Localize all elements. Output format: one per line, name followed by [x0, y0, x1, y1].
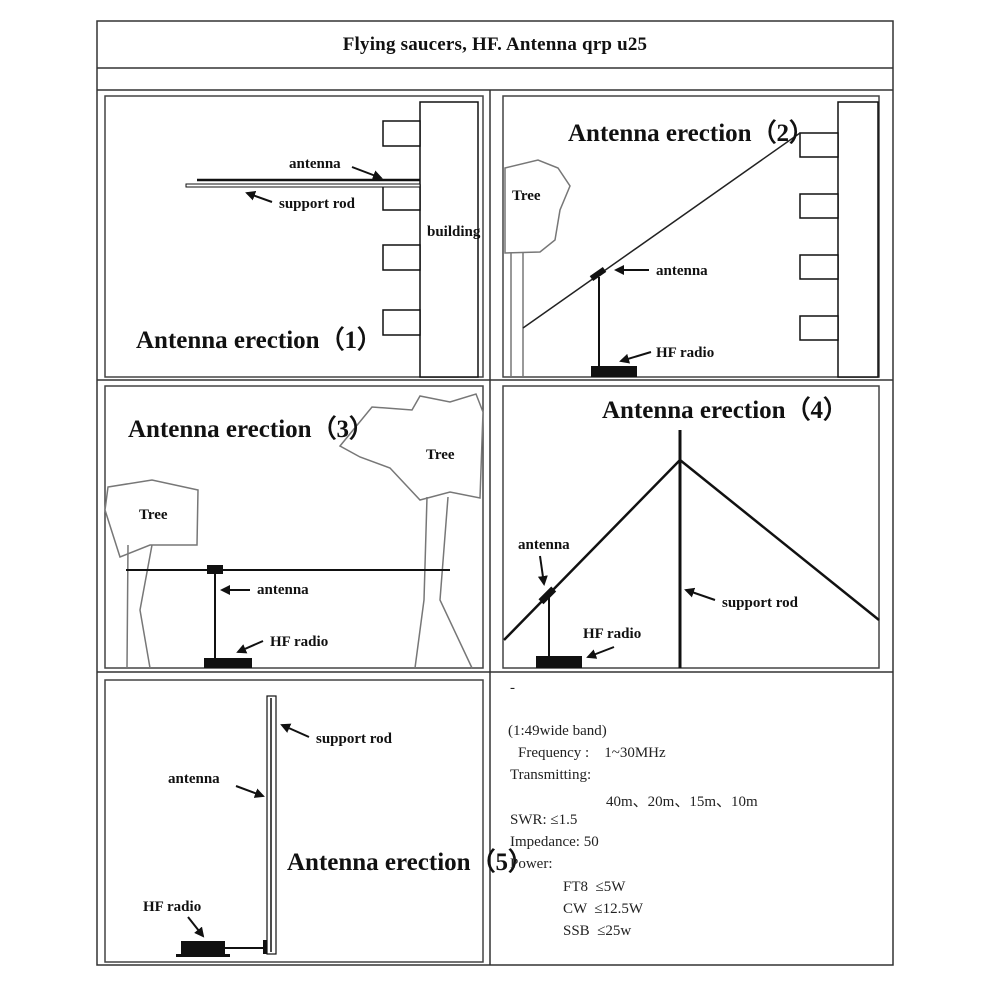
radio-arrow — [619, 351, 652, 364]
spec-impedance: Impedance: 50 — [510, 834, 599, 850]
panel-1-heading: Antenna erection（1） — [136, 325, 382, 354]
spec-band: (1:49wide band) — [508, 723, 607, 739]
hf-radio — [181, 941, 225, 955]
support-rod-arrow — [280, 723, 310, 738]
radio-label: HF radio — [583, 626, 641, 642]
antenna-wire — [522, 132, 801, 329]
coax-connector — [263, 940, 267, 954]
radio-arrow — [236, 640, 264, 654]
antenna-element — [589, 266, 607, 282]
antenna-element — [207, 565, 223, 574]
radio-label: HF radio — [143, 899, 201, 915]
spec-swr: SWR: ≤1.5 — [510, 812, 578, 828]
building — [419, 101, 479, 378]
spec-transmitting: Transmitting: — [510, 767, 592, 783]
spec-frequency: Frequency : 1~30MHz — [518, 745, 666, 761]
spec-ft8: FT8 ≤5W — [563, 879, 626, 895]
panel-3: Tree Tree antenna HF radio Antenna erect… — [104, 385, 484, 669]
antenna-wire-left — [503, 459, 681, 641]
radio-arrow — [586, 646, 615, 659]
support-rod-arrow — [245, 191, 273, 203]
support-rod-label: support rod — [279, 196, 356, 212]
building-label: building — [427, 224, 481, 240]
antenna-element — [538, 586, 557, 605]
antenna-arrow — [235, 785, 265, 798]
antenna-label: antenna — [289, 156, 341, 172]
spec-ssb: SSB ≤25w — [563, 923, 632, 939]
radio-arrow — [187, 916, 205, 938]
support-rod-label: support rod — [316, 731, 393, 747]
panel-5-heading: Antenna erection（5） — [287, 847, 533, 876]
spec-bands: 40m、20m、15m、10m — [606, 794, 758, 810]
antenna-label: antenna — [257, 582, 309, 598]
spec-cw: CW ≤12.5W — [563, 901, 644, 917]
support-rod-label: support rod — [722, 595, 799, 611]
tree-label: Tree — [512, 188, 541, 204]
radio-label: HF radio — [656, 345, 714, 361]
tree-right-canopy — [338, 393, 484, 501]
antenna-arrow — [537, 555, 548, 586]
tree-left-trunk — [126, 544, 153, 669]
sheet-frame — [96, 20, 894, 966]
antenna-wire-right — [679, 459, 880, 621]
tree-right-label: Tree — [426, 447, 455, 463]
radio-label: HF radio — [270, 634, 328, 650]
specifications: - (1:49wide band) Frequency : 1~30MHz Tr… — [508, 680, 878, 960]
antenna-label: antenna — [168, 771, 220, 787]
antenna-label: antenna — [518, 537, 570, 553]
antenna-arrow — [351, 166, 383, 180]
building-windows — [382, 120, 421, 336]
tree-left-label: Tree — [139, 507, 168, 523]
panel-4-heading: Antenna erection（4） — [602, 395, 848, 424]
tree-canopy — [504, 159, 571, 254]
panel-2-heading: Antenna erection（2） — [568, 118, 814, 147]
page-title: Flying saucers, HF. Antenna qrp u25 — [342, 34, 648, 55]
panel-1: building antenna support rod Antenna ere… — [104, 95, 484, 378]
panel-2: Tree antenna HF radio Antenna erection（2… — [502, 95, 880, 378]
hf-radio — [591, 366, 637, 377]
spec-power: Power: — [510, 856, 553, 872]
panel-4: antenna HF radio support rod Antenna ere… — [502, 385, 880, 669]
tree-left-canopy — [104, 479, 199, 558]
building-windows — [799, 132, 839, 341]
spec-dash: - — [510, 680, 515, 696]
support-rod — [185, 183, 421, 188]
building — [837, 101, 879, 378]
antenna-label: antenna — [656, 263, 708, 279]
hf-radio — [204, 658, 252, 668]
support-rod-arrow — [684, 587, 716, 601]
tree-right-trunk — [414, 496, 473, 669]
panel-3-heading: Antenna erection（3） — [128, 414, 374, 443]
panel-5: support rod antenna HF radio Antenna ere… — [104, 679, 533, 963]
hf-radio — [536, 656, 582, 668]
